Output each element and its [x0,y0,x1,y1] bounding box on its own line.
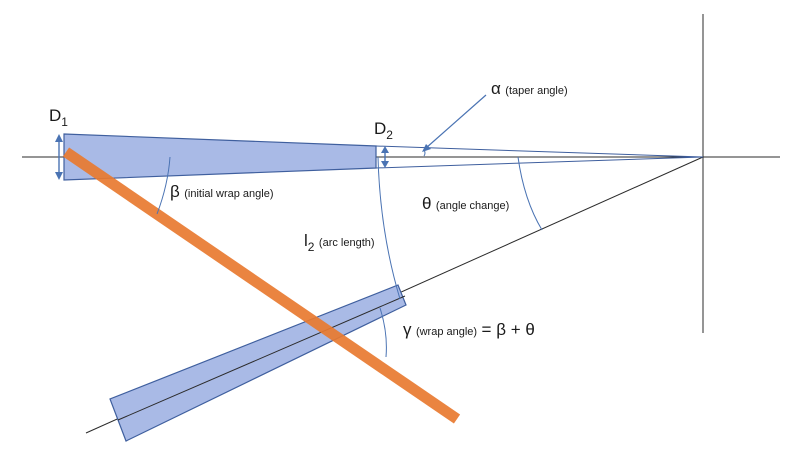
theta-description: (angle change) [435,200,510,212]
beta-label: β (initial wrap angle) [170,183,274,201]
beta-symbol: β [170,182,180,201]
gamma-formula: = β + θ [481,320,535,339]
taper-bottom-line [375,156,704,169]
taper-top-line [375,145,704,158]
gamma-arc [379,307,387,358]
d1-label: D1 [49,106,68,128]
gamma-label: γ (wrap angle) = β + θ [403,321,535,339]
beta-arc [156,156,171,215]
d1-dimension-arrow [55,134,63,180]
beta-description: (initial wrap angle) [184,188,274,200]
l2-symbol: l [304,231,308,250]
theta-symbol: θ [422,194,432,213]
d2-symbol: D [374,119,387,138]
alpha-pointer-arrow [422,94,487,152]
d1-symbol: D [49,106,62,125]
rotated-taper-shape [109,284,407,442]
alpha-symbol: α [491,79,501,98]
l2-subscript: 2 [307,240,315,254]
d2-dimension-arrow [381,146,389,168]
alpha-arc [423,149,426,157]
initial-taper-shape [63,133,377,181]
alpha-label: α (taper angle) [491,80,568,98]
l2-description: (arc length) [318,237,375,249]
d2-subscript: 2 [386,128,393,142]
d1-subscript: 1 [61,115,68,129]
theta-label: θ (angle change) [422,195,509,213]
gamma-symbol: γ [403,320,412,339]
l2-label: l2 (arc length) [304,231,375,253]
d2-label: D2 [374,119,393,141]
arc-length-arc [377,156,401,300]
alpha-description: (taper angle) [505,85,568,97]
theta-arc [517,156,543,231]
rotated-taper-centerline [117,295,406,421]
gamma-description: (wrap angle) [415,326,478,338]
wrap-strip [62,147,461,424]
